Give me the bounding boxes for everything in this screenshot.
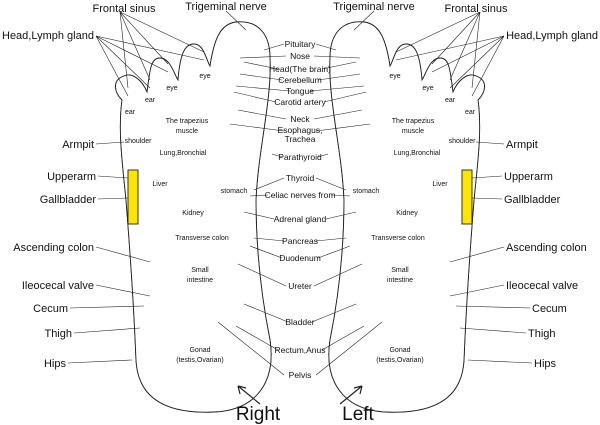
left-label-ear-2: ear <box>465 109 476 116</box>
label-armpit-right: Armpit <box>62 139 94 151</box>
label-cecum-right: Cecum <box>33 303 68 315</box>
center-labels: Pituitary Nose Head(The brain) Cerebellu… <box>265 39 336 380</box>
left-label-stomach: stomach <box>353 188 380 195</box>
label-cerebellum: Cerebellum <box>278 75 321 85</box>
left-label-gonad-1: Gonad <box>389 347 410 354</box>
label-rectum-anus: Rectum,Anus <box>274 345 325 355</box>
label-thigh-right: Thigh <box>44 328 72 340</box>
right-foot-labels: eye eye ear ear The trapezius muscle sho… <box>125 73 248 364</box>
right-label-lung: Lung,Bronchial <box>160 150 207 157</box>
right-label-ear-2: ear <box>125 109 136 116</box>
right-label-stomach: stomach <box>221 188 248 195</box>
label-upperarm-right: Upperarm <box>47 171 96 183</box>
left-label-shoulder: shoulder <box>449 138 477 145</box>
right-label-liver: Liver <box>152 181 168 188</box>
label-neck: Neck <box>290 114 310 124</box>
right-label-eye-2: eye <box>166 85 177 92</box>
left-label-ear-1: ear <box>445 97 456 104</box>
label-duodenum: Duodenum <box>279 253 321 263</box>
label-hips-right: Hips <box>44 358 67 370</box>
label-esophagus: Esophagus, <box>278 125 323 135</box>
label-pancreas: Pancreas <box>282 236 318 246</box>
right-label-gonad-2: (testis,Ovarian) <box>176 357 223 364</box>
label-gallbladder-right: Gallbladder <box>40 194 97 206</box>
right-label-shoulder: shoulder <box>125 138 153 145</box>
label-thyroid: Thyroid <box>286 173 315 183</box>
label-gallbladder-left: Gallbladder <box>504 194 561 206</box>
right-label-eye-1: eye <box>199 73 210 80</box>
label-ureter: Ureter <box>288 281 312 291</box>
left-foot-labels: eye eye ear ear The trapezius muscle sho… <box>353 73 476 364</box>
left-label-small-2: intestine <box>387 277 413 284</box>
outer-labels: Trigeminal nerve Trigeminal nerve Fronta… <box>2 1 598 370</box>
label-tongue: Tongue <box>286 86 314 96</box>
left-label-lung: Lung,Bronchial <box>394 150 441 157</box>
label-pelvis: Pelvis <box>289 370 312 380</box>
label-carotid-artery: Carotid artery <box>274 97 326 107</box>
right-label-kidney: Kidney <box>182 210 204 217</box>
label-trachea: Trachea <box>285 134 316 144</box>
right-label-ear-1: ear <box>145 97 156 104</box>
label-right-foot: Right <box>236 404 281 425</box>
label-ileocecal-right: Ileocecal valve <box>22 280 94 292</box>
label-head-lymph-left: Head,Lymph gland <box>506 30 598 42</box>
left-label-eye-1: eye <box>389 73 400 80</box>
left-label-transverse: Transverse colon <box>371 235 425 242</box>
label-bladder: Bladder <box>285 317 314 327</box>
left-label-trapezius-2: muscle <box>402 128 424 135</box>
label-celiac: Celiac nerves from <box>265 190 336 200</box>
right-label-transverse: Transverse colon <box>175 235 229 242</box>
right-label-small-2: intestine <box>187 277 213 284</box>
right-label-small-1: Small <box>191 267 209 274</box>
left-label-eye-2: eye <box>422 85 433 92</box>
label-frontal-sinus-right: Frontal sinus <box>93 3 156 15</box>
label-ascending-colon-left: Ascending colon <box>506 242 587 254</box>
right-label-trapezius-1: The trapezius <box>166 118 209 125</box>
label-hips-left: Hips <box>534 358 557 370</box>
label-trigeminal-nerve-right: Trigeminal nerve <box>185 1 267 13</box>
left-gallbladder-bar <box>461 169 473 225</box>
label-left-foot: Left <box>342 404 374 425</box>
left-label-kidney: Kidney <box>396 210 418 217</box>
label-thigh-left: Thigh <box>528 328 556 340</box>
left-label-trapezius-1: The trapezius <box>392 118 435 125</box>
right-label-gonad-1: Gonad <box>189 347 210 354</box>
leader-lines <box>67 10 533 376</box>
label-head-brain: Head(The brain) <box>269 64 331 74</box>
left-label-liver: Liver <box>432 181 448 188</box>
label-cecum-left: Cecum <box>532 303 567 315</box>
label-armpit-left: Armpit <box>506 139 538 151</box>
label-pituitary: Pituitary <box>285 39 316 49</box>
direction-arrows <box>237 385 363 405</box>
label-ileocecal-left: Ileocecal valve <box>506 280 578 292</box>
label-frontal-sinus-left: Frontal sinus <box>445 3 508 15</box>
right-gallbladder-bar <box>127 169 139 225</box>
label-parathyroid: Parathyroid <box>278 152 322 162</box>
label-trigeminal-nerve-left: Trigeminal nerve <box>333 1 415 13</box>
right-label-trapezius-2: muscle <box>176 128 198 135</box>
left-foot <box>328 21 485 413</box>
label-head-lymph-right: Head,Lymph gland <box>2 30 94 42</box>
right-foot <box>115 21 272 413</box>
label-ascending-colon-right: Ascending colon <box>13 242 94 254</box>
left-label-gonad-2: (testis,Ovarian) <box>376 357 423 364</box>
label-adrenal: Adrenal gland <box>274 214 327 224</box>
label-nose: Nose <box>290 51 310 61</box>
label-upperarm-left: Upperarm <box>504 171 553 183</box>
left-label-small-1: Small <box>391 267 409 274</box>
